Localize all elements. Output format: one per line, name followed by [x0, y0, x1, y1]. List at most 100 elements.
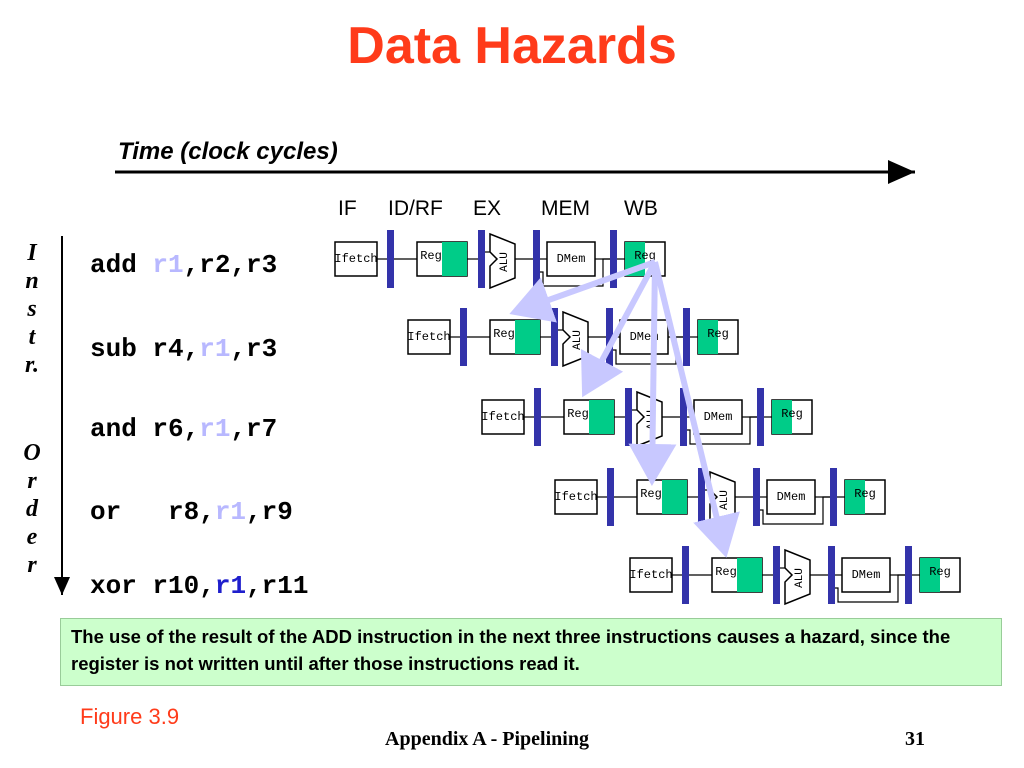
dmem-label: DMem — [704, 410, 733, 424]
stage-label-mem: MEM — [541, 197, 590, 220]
hazard-register: r1 — [199, 414, 231, 444]
reg-write-label: Reg — [707, 327, 729, 341]
reg-read-label: Reg — [640, 487, 662, 501]
forwarding-arrow — [652, 261, 740, 558]
order-letter: s — [27, 296, 37, 322]
pipeline-latch — [773, 546, 780, 604]
reg-read-label: Reg — [715, 565, 737, 579]
slide-footer: Appendix A - Pipelining — [385, 728, 589, 750]
reg-write-highlight — [920, 558, 940, 592]
forwarding-arrow — [580, 260, 658, 398]
pipeline-latch — [625, 388, 632, 446]
dmem-box — [841, 557, 891, 593]
order-letter: n — [25, 268, 39, 294]
reg-write-label: Reg — [634, 249, 656, 263]
pipeline-latch — [460, 308, 467, 366]
hazard-register: r1 — [152, 250, 184, 280]
instruction-or: or r8,r1,r9 — [90, 497, 293, 527]
opcode: xor — [90, 571, 153, 601]
dmem-box — [693, 399, 743, 435]
operand: r8, — [168, 497, 215, 527]
forwarding-arrow — [628, 261, 677, 486]
reg-write-highlight — [845, 480, 865, 514]
alu-label: ALU — [719, 490, 731, 510]
pipeline-latch — [533, 230, 540, 288]
ifetch-label: Ifetch — [629, 568, 672, 582]
pipeline-latch — [757, 388, 764, 446]
instruction-xor: xor r10,r1,r11 — [90, 571, 308, 601]
reg-write-highlight — [772, 400, 792, 434]
reg-write-label: Reg — [929, 565, 951, 579]
ifetch-box — [481, 399, 525, 435]
reg-write-label: Reg — [854, 487, 876, 501]
operand: ,r11 — [246, 571, 309, 601]
order-letter: r. — [24, 352, 39, 378]
dmem-label: DMem — [777, 490, 806, 504]
pipeline-latch — [905, 546, 912, 604]
operand: r10, — [152, 571, 215, 601]
opcode: add — [90, 250, 153, 280]
forwarding-arrows — [509, 259, 740, 558]
stage-label-idrf: ID/RF — [388, 197, 443, 220]
alu-label: ALU — [572, 330, 584, 350]
pipeline-latch — [830, 468, 837, 526]
hazard-note: The use of the result of the ADD instruc… — [60, 618, 1002, 686]
opcode: or — [90, 497, 169, 527]
ifetch-label: Ifetch — [407, 330, 450, 344]
operand: ,r3 — [230, 334, 278, 364]
ifetch-box — [334, 241, 378, 277]
reg-read-highlight — [737, 558, 762, 592]
pipeline-latch — [683, 308, 690, 366]
reg-write-highlight — [698, 320, 718, 354]
pipeline-latch — [387, 230, 394, 288]
hazard-register: r1 — [214, 571, 247, 601]
instruction-sub: sub r4,r1,r3 — [90, 334, 277, 364]
dmem-box — [766, 479, 816, 515]
ifetch-label: Ifetch — [334, 252, 377, 266]
operand: r6, — [152, 414, 200, 444]
alu-shape — [784, 548, 811, 606]
order-letter: O — [23, 440, 41, 466]
reg-read-highlight — [442, 242, 467, 276]
pipeline-latch — [478, 230, 485, 288]
pipeline-latch — [534, 388, 541, 446]
order-letter: d — [26, 496, 38, 522]
alu-label: ALU — [794, 568, 806, 588]
pipeline-latch — [682, 546, 689, 604]
ifetch-label: Ifetch — [554, 490, 597, 504]
page-number: 31 — [905, 728, 925, 750]
operand: ,r7 — [230, 414, 278, 444]
alu-shape — [489, 232, 516, 290]
operand: ,r2,r3 — [183, 250, 278, 280]
order-letter: r — [27, 552, 37, 578]
reg-read-label: Reg — [493, 327, 515, 341]
reg-read-highlight — [589, 400, 614, 434]
reg-read-highlight — [515, 320, 540, 354]
pipeline-latch — [680, 388, 687, 446]
pipeline-latch — [606, 308, 613, 366]
stage-label-ex: EX — [473, 197, 502, 220]
order-letter: r — [27, 468, 37, 494]
opcode: and — [90, 414, 153, 444]
order-letter: e — [26, 524, 38, 550]
reg-read-highlight — [662, 480, 687, 514]
pipeline-latch — [551, 308, 558, 366]
figure-caption: Figure 3.9 — [80, 704, 180, 729]
pipeline-latch — [698, 468, 705, 526]
order-letter: I — [27, 240, 37, 266]
reg-read-label: Reg — [420, 249, 442, 263]
stage-label-if: IF — [338, 197, 357, 220]
instruction-and: and r6,r1,r7 — [90, 414, 277, 444]
dmem-label: DMem — [557, 252, 586, 266]
ifetch-box — [629, 557, 673, 593]
forwarding-arrow — [509, 259, 657, 323]
pipeline-latch — [753, 468, 760, 526]
hazard-register: r1 — [199, 334, 231, 364]
pipeline-latch — [828, 546, 835, 604]
opcode: sub — [90, 334, 153, 364]
